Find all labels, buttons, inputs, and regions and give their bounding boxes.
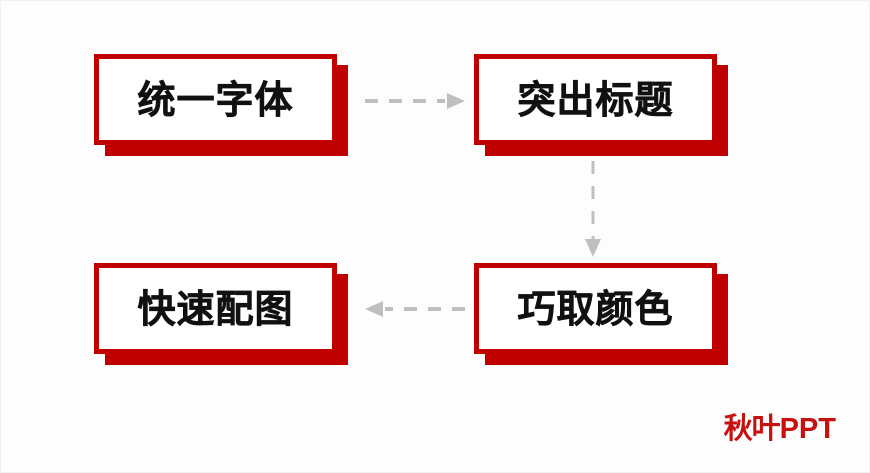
flow-node-bottom-left[interactable]: 快速配图 <box>94 263 348 365</box>
node-face: 统一字体 <box>94 54 337 145</box>
node-label: 巧取颜色 <box>517 286 674 331</box>
node-label: 快速配图 <box>137 286 294 331</box>
flow-node-bottom-right[interactable]: 巧取颜色 <box>474 263 728 365</box>
dashed-arrow-left-icon <box>363 297 467 321</box>
node-label: 突出标题 <box>517 77 674 122</box>
flow-node-top-right[interactable]: 突出标题 <box>474 54 728 156</box>
node-face: 快速配图 <box>94 263 337 354</box>
flow-node-top-left[interactable]: 统一字体 <box>94 54 348 156</box>
node-label: 统一字体 <box>137 77 294 122</box>
brand-logo: 秋叶 PPT <box>724 414 836 444</box>
node-face: 巧取颜色 <box>474 263 717 354</box>
brand-logo-latin: PPT <box>779 413 836 445</box>
dashed-arrow-right-icon <box>363 89 467 113</box>
dashed-arrow-down-icon <box>579 159 607 259</box>
brand-logo-chinese: 秋叶 <box>723 411 781 445</box>
node-face: 突出标题 <box>474 54 717 145</box>
